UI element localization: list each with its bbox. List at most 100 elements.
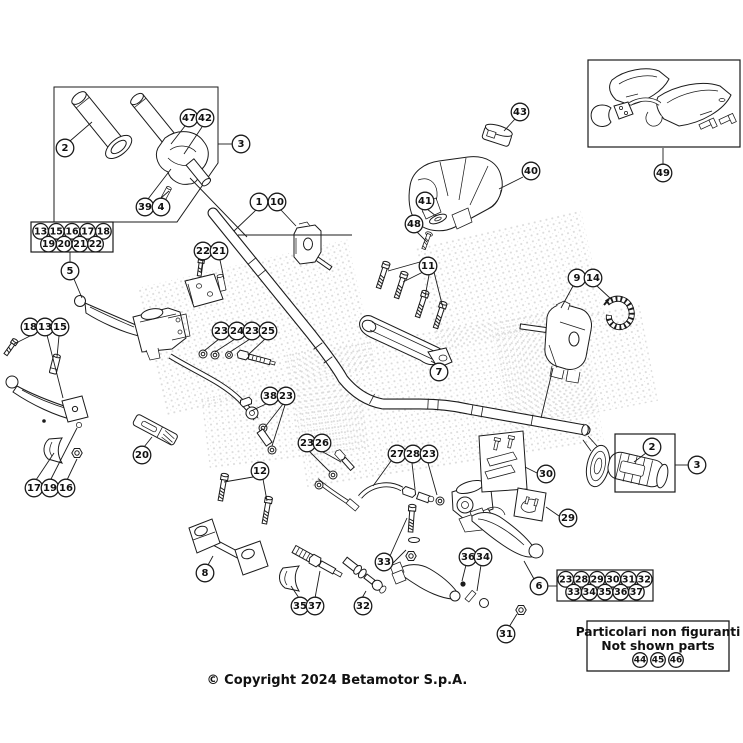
callout-34: 34 [473,547,493,567]
callout-2: 2 [55,138,75,158]
callout-16: 16 [56,478,76,498]
svg-text:44: 44 [634,656,647,666]
callout-32: 32 [353,596,373,616]
group-callout-37: 37 [627,583,645,601]
svg-text:2: 2 [649,442,656,453]
coil-spring-drawing [603,295,635,331]
svg-text:11: 11 [421,261,435,272]
switch-assembly-drawing [519,300,592,384]
callout-3: 3 [231,134,251,154]
svg-text:12: 12 [253,466,267,477]
cable-adjusters-drawing [279,544,387,594]
svg-text:20: 20 [58,239,72,250]
svg-text:5: 5 [67,266,74,277]
svg-text:48: 48 [407,219,421,230]
group-callout-19: 19 [40,235,57,253]
callout-3: 3 [687,455,707,475]
svg-text:37: 37 [630,587,643,598]
svg-text:17: 17 [81,226,94,237]
group-callout-18: 18 [94,222,112,240]
svg-text:23: 23 [279,391,293,402]
svg-text:23: 23 [559,574,572,585]
svg-text:18: 18 [23,322,37,333]
callout-48: 48 [404,214,424,234]
callout-38: 38 [260,386,280,406]
handguard-kit-box [587,59,741,148]
group-callout-34: 34 [580,583,598,601]
svg-text:23: 23 [214,326,228,337]
svg-text:9: 9 [574,273,581,284]
bar-pad-drawing [408,156,503,232]
not-shown-callout-46: 46 [668,652,684,668]
svg-text:28: 28 [406,449,420,460]
svg-text:32: 32 [638,574,651,585]
grip-tube-drawing [71,91,133,160]
group-callout-36: 36 [612,583,630,601]
svg-text:29: 29 [561,513,575,524]
inset-box-lever-insert [513,487,547,522]
riser-clamp-drawing [188,472,274,576]
svg-text:3: 3 [238,139,245,150]
svg-text:42: 42 [198,113,212,124]
not-shown-title-it: Particolari non figuranti [576,625,741,639]
group-callout-32: 32 [635,570,653,588]
callout-23: 23 [419,444,439,464]
svg-text:38: 38 [263,391,277,402]
callout-20: 20 [132,445,152,465]
callout-5: 5 [60,261,80,281]
group-callout-33: 33 [565,583,583,601]
svg-text:32: 32 [356,601,370,612]
callout-33: 33 [374,552,394,572]
callout-8: 8 [195,563,215,583]
svg-text:34: 34 [583,587,597,598]
callout-15: 15 [50,317,70,337]
inset-box-clamp-shims [478,430,528,493]
lever-bolt-set-drawing [405,503,420,561]
inset-box-throttle-kit [53,86,219,223]
callout-31: 31 [496,624,516,644]
svg-text:15: 15 [53,322,67,333]
svg-text:20: 20 [135,450,149,461]
svg-text:31: 31 [622,574,635,585]
svg-text:23: 23 [422,449,436,460]
svg-text:3: 3 [694,460,701,471]
copyright-text: © Copyright 2024 Betamotor S.p.A. [207,673,468,688]
callout-40: 40 [521,161,541,181]
svg-text:49: 49 [656,168,670,179]
bridge-clamp-drawing [359,260,453,369]
callout-23: 23 [211,321,231,341]
callout-47: 47 [179,108,199,128]
group-callout-31: 31 [620,570,638,588]
group-callout-35: 35 [596,583,614,601]
svg-text:21: 21 [212,246,226,257]
svg-text:17: 17 [27,483,41,494]
svg-text:8: 8 [202,568,209,579]
callout-12: 12 [250,461,270,481]
brake-hose-drawing [358,482,445,506]
callout-23: 23 [242,321,262,341]
callout-43: 43 [510,102,530,122]
svg-text:36: 36 [614,587,628,598]
svg-text:21: 21 [73,239,86,250]
callout-42: 42 [195,108,215,128]
callout-49: 49 [653,163,673,183]
svg-text:45: 45 [652,656,665,666]
svg-text:2: 2 [62,143,69,154]
adjuster-lever-drawing [132,414,178,446]
hose-fittings-drawing [314,449,360,512]
svg-text:7: 7 [436,367,443,378]
not-shown-callout-45: 45 [650,652,666,668]
svg-text:30: 30 [539,469,553,480]
callout-10: 10 [267,192,287,212]
svg-text:33: 33 [567,587,580,598]
svg-text:41: 41 [418,196,432,207]
svg-text:33: 33 [377,557,391,568]
svg-text:36: 36 [461,552,475,563]
callout-26: 26 [312,433,332,453]
svg-text:31: 31 [499,629,513,640]
svg-text:46: 46 [670,656,683,666]
callout-21: 21 [209,241,229,261]
callout-23: 23 [276,386,296,406]
